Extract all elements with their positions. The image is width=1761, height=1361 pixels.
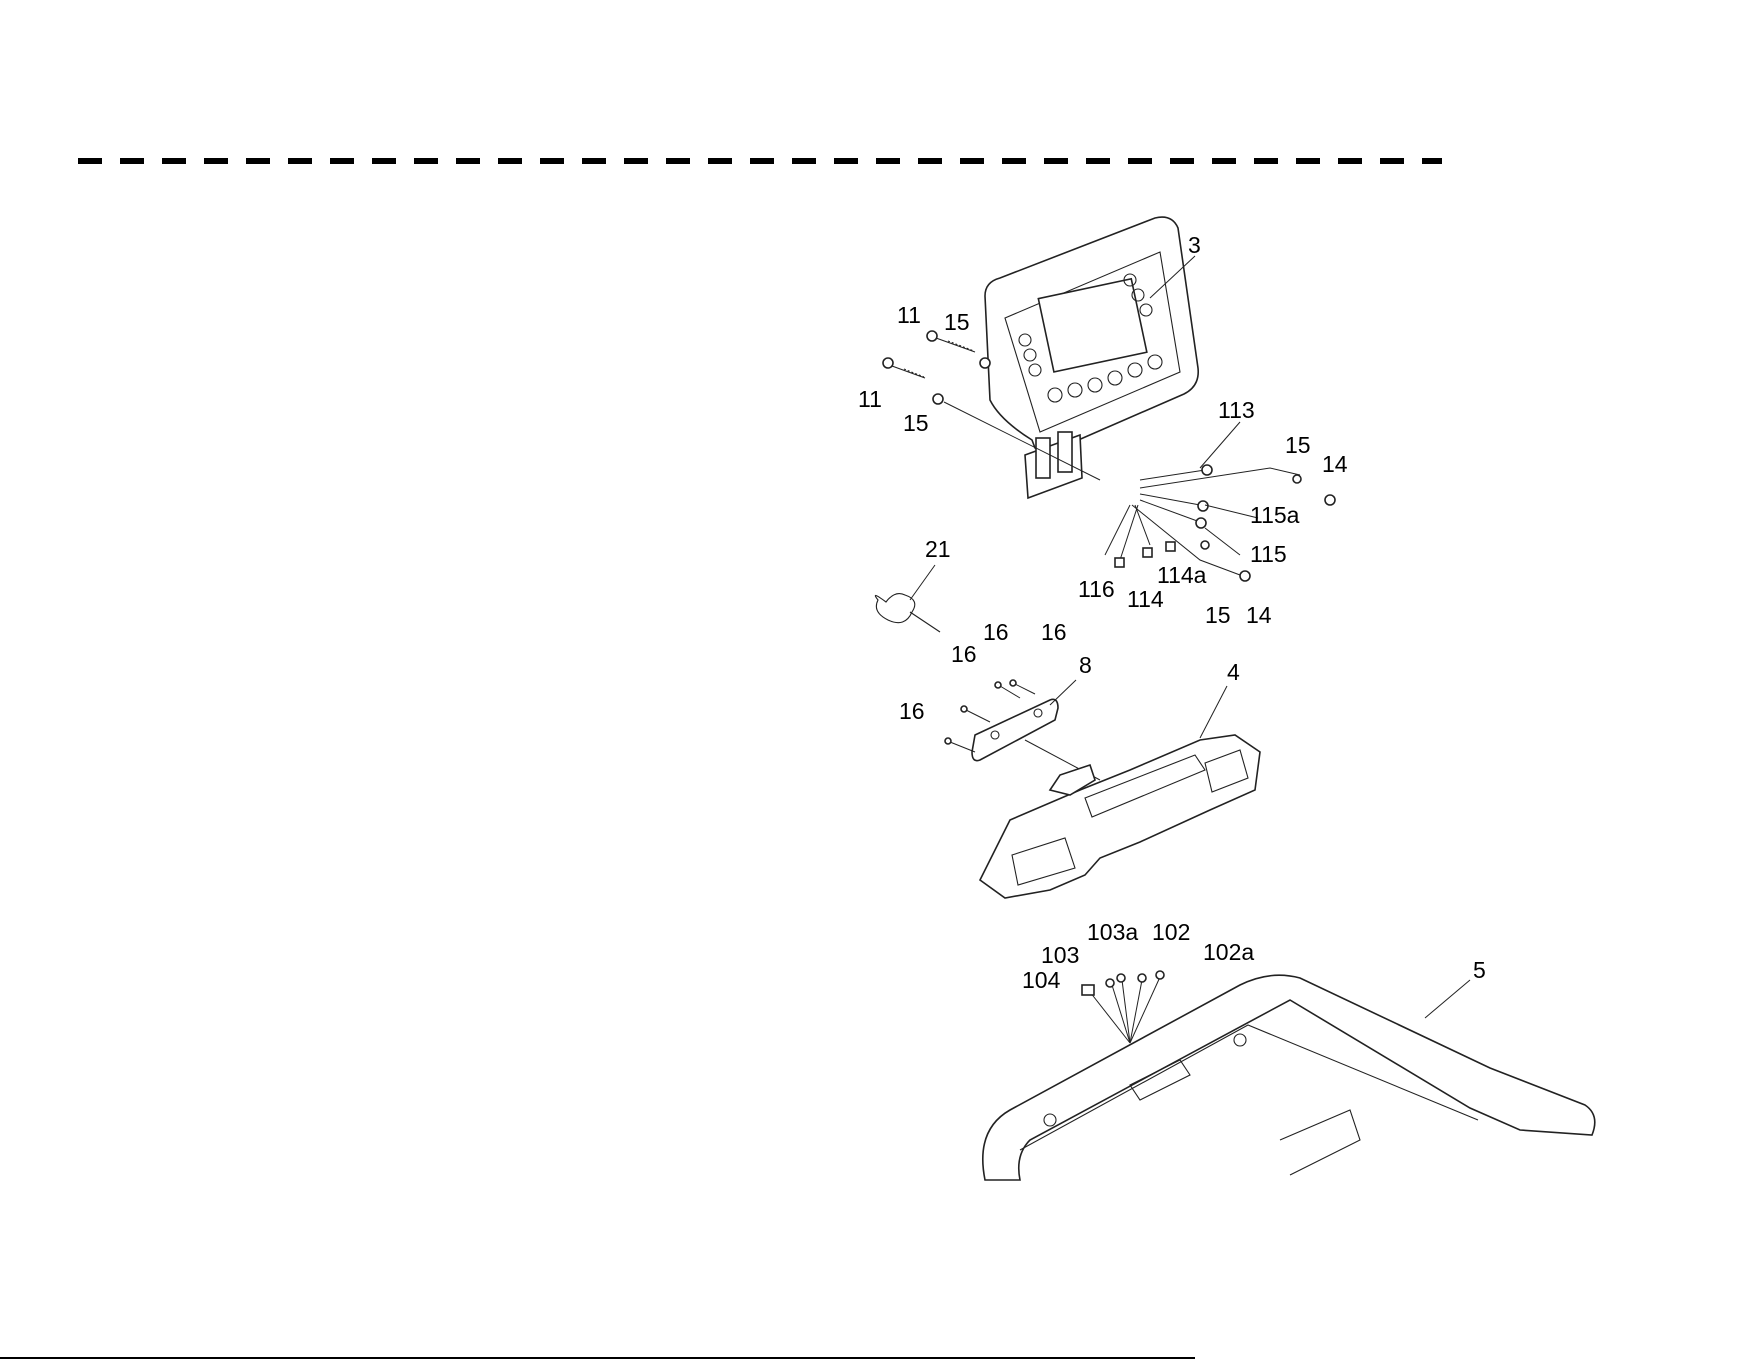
label-115: 115 (1250, 541, 1287, 567)
tray-4 (980, 735, 1260, 898)
label-3: 3 (1188, 232, 1201, 258)
label-11-lower: 11 (858, 386, 882, 412)
label-8: 8 (1079, 652, 1092, 678)
label-104: 104 (1022, 967, 1061, 993)
label-15-lower: 15 (903, 410, 929, 436)
label-114: 114 (1127, 586, 1164, 612)
wire-connectors-lower (1090, 977, 1160, 1043)
label-113: 113 (1218, 397, 1255, 423)
label-15-right: 15 (1285, 432, 1311, 458)
label-102a: 102a (1203, 939, 1254, 965)
label-116: 116 (1078, 576, 1115, 602)
handlebar-frame-5 (983, 975, 1595, 1180)
label-114a: 114a (1157, 562, 1207, 588)
bolt-11-lower (883, 358, 925, 378)
washer-15-lower (933, 394, 943, 404)
console-assembly (985, 217, 1198, 498)
label-11-upper: 11 (897, 302, 921, 328)
safety-key-21 (875, 594, 940, 632)
washer-15-upper (980, 358, 990, 368)
label-14-right: 14 (1322, 451, 1348, 477)
label-15-upper: 15 (944, 309, 970, 335)
label-102: 102 (1152, 919, 1190, 945)
label-5: 5 (1473, 957, 1486, 983)
label-103: 103 (1041, 942, 1079, 968)
label-16-b: 16 (1041, 619, 1067, 645)
bracket-8 (972, 699, 1058, 760)
label-14-bottom: 14 (1246, 602, 1272, 628)
label-16-c: 16 (951, 641, 977, 667)
label-4: 4 (1227, 659, 1240, 685)
label-103a: 103a (1087, 919, 1138, 945)
label-16-a: 16 (983, 619, 1009, 645)
label-21: 21 (925, 536, 951, 562)
label-16-d: 16 (899, 698, 925, 724)
label-115a: 115a (1250, 502, 1300, 528)
label-15-bottom: 15 (1205, 602, 1231, 628)
